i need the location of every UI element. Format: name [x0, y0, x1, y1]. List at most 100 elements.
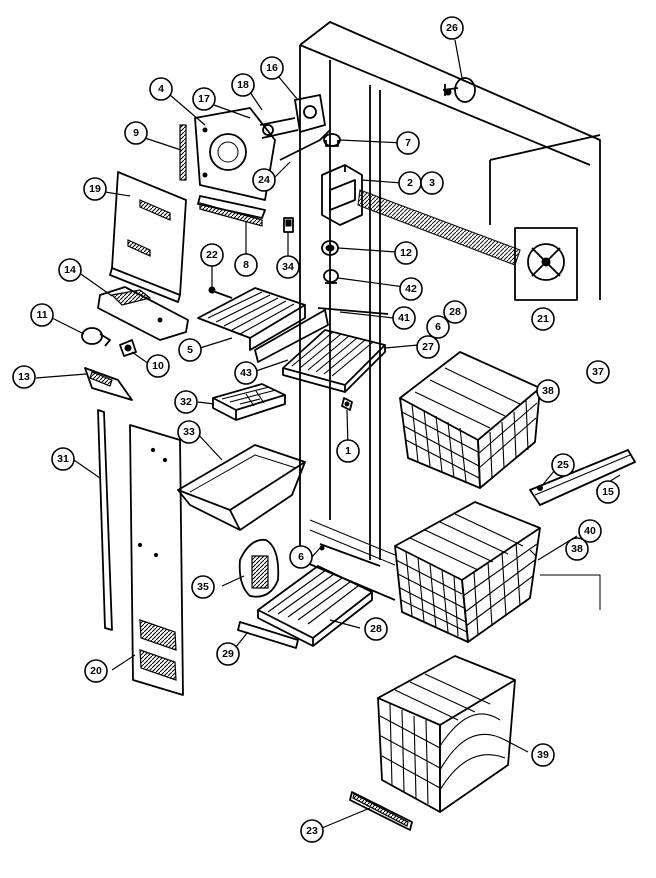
callout-15-label: 15 [602, 486, 614, 498]
callout-11-label: 11 [36, 309, 47, 321]
callout-4: 4 [149, 77, 173, 101]
callout-29-label: 29 [222, 648, 234, 660]
detail-inset-21 [357, 189, 578, 301]
callout-9: 9 [124, 121, 148, 145]
callout-41-label: 41 [398, 312, 410, 324]
part-8-strip [199, 202, 263, 227]
part-41-rail [317, 307, 389, 315]
callout-8-label: 8 [243, 259, 249, 271]
cabinet-outline [299, 21, 601, 610]
callout-13-label: 13 [18, 371, 30, 383]
part-38-upper-basket [399, 351, 541, 489]
callout-41: 41 [392, 306, 416, 330]
callout-42-label: 42 [405, 283, 417, 295]
callout-38a-label: 38 [542, 385, 554, 397]
callout-17-label: 17 [198, 93, 210, 105]
part-2-3-chute [321, 164, 363, 226]
part-29-strip [237, 621, 299, 649]
callout-32: 32 [174, 390, 198, 414]
part-7-grommet [323, 133, 341, 147]
callout-8: 8 [234, 253, 258, 277]
callout-12-label: 12 [400, 247, 412, 259]
callout-14: 14 [58, 258, 82, 282]
callout-18: 18 [231, 73, 255, 97]
callout-38b: 38 [565, 537, 589, 561]
callout-40: 40 [578, 519, 602, 543]
callout-31-label: 31 [57, 453, 69, 465]
callout-21: 21 [531, 307, 555, 331]
callout-33-label: 33 [183, 426, 195, 438]
callout-12: 12 [394, 241, 418, 265]
part-42-knob [323, 269, 339, 284]
callout-11: 11 [30, 303, 54, 327]
callout-6b-label: 6 [298, 551, 304, 563]
callout-4-label: 4 [158, 83, 164, 95]
part-23-strip [349, 791, 413, 831]
part-20-panel [129, 424, 184, 696]
part-1-fastener [341, 397, 353, 411]
callout-22-label: 22 [206, 249, 218, 261]
callout-19: 19 [83, 177, 107, 201]
callout-43-label: 43 [240, 367, 252, 379]
callout-2-label: 2 [407, 177, 413, 189]
callout-18-label: 18 [237, 79, 249, 91]
ice-maker-valve [259, 94, 331, 161]
callout-37: 37 [586, 360, 610, 384]
part-32-ice-tray [212, 383, 286, 421]
part-39-bottom-basket [377, 655, 516, 813]
callout-20: 20 [84, 659, 108, 683]
callout-9-label: 9 [133, 127, 139, 139]
callout-42: 42 [399, 277, 423, 301]
callout-28b: 28 [364, 617, 388, 641]
part-34-clip [283, 217, 294, 233]
callout-27: 27 [416, 335, 440, 359]
part-26-fitting [442, 77, 476, 103]
callout-1: 1 [336, 439, 360, 463]
callout-23-label: 23 [306, 825, 318, 837]
callout-34-label: 34 [282, 261, 294, 273]
part-28-lower-shelf [257, 565, 373, 647]
part-15-rail [529, 449, 636, 506]
callout-3: 3 [420, 171, 444, 195]
callout-31: 31 [51, 447, 75, 471]
callout-6a: 6 [426, 315, 450, 339]
callout-38b-label: 38 [571, 543, 583, 555]
callout-32-label: 32 [180, 396, 192, 408]
callout-40-label: 40 [584, 525, 596, 537]
part-11-bulb [81, 327, 111, 347]
part-14-housing [97, 286, 189, 341]
callout-26: 26 [440, 16, 464, 40]
part-31-strip [97, 409, 113, 631]
part-10-socket [119, 339, 137, 357]
callout-14-label: 14 [64, 264, 76, 276]
callout-7-label: 7 [405, 137, 411, 149]
callout-21-label: 21 [537, 313, 549, 325]
callout-35-label: 35 [197, 581, 209, 593]
callout-24-label: 24 [258, 174, 270, 186]
callout-2: 2 [398, 171, 422, 195]
part-27-shelf [282, 329, 386, 393]
callout-24: 24 [252, 168, 276, 192]
callout-10-label: 10 [152, 360, 164, 372]
callout-3-label: 3 [429, 177, 435, 189]
callout-22: 22 [200, 243, 224, 267]
callout-1-label: 1 [345, 445, 351, 457]
part-19-cover [109, 171, 187, 303]
callout-7: 7 [396, 131, 420, 155]
part-9-rod [179, 124, 187, 181]
callout-39-label: 39 [537, 749, 549, 761]
part-6-lower-rail [319, 543, 381, 567]
callout-37-label: 37 [592, 366, 604, 378]
callout-28a-label: 28 [449, 306, 461, 318]
callout-23: 23 [300, 819, 324, 843]
part-35-fan-motor [238, 538, 280, 598]
callout-27-label: 27 [422, 341, 434, 353]
callout-10: 10 [146, 354, 170, 378]
callout-19-label: 19 [89, 183, 101, 195]
callout-25: 25 [551, 453, 575, 477]
part-39-lower-basket [394, 501, 541, 643]
callout-39: 39 [531, 743, 555, 767]
callout-28b-label: 28 [370, 623, 382, 635]
callout-5-label: 5 [187, 344, 193, 356]
